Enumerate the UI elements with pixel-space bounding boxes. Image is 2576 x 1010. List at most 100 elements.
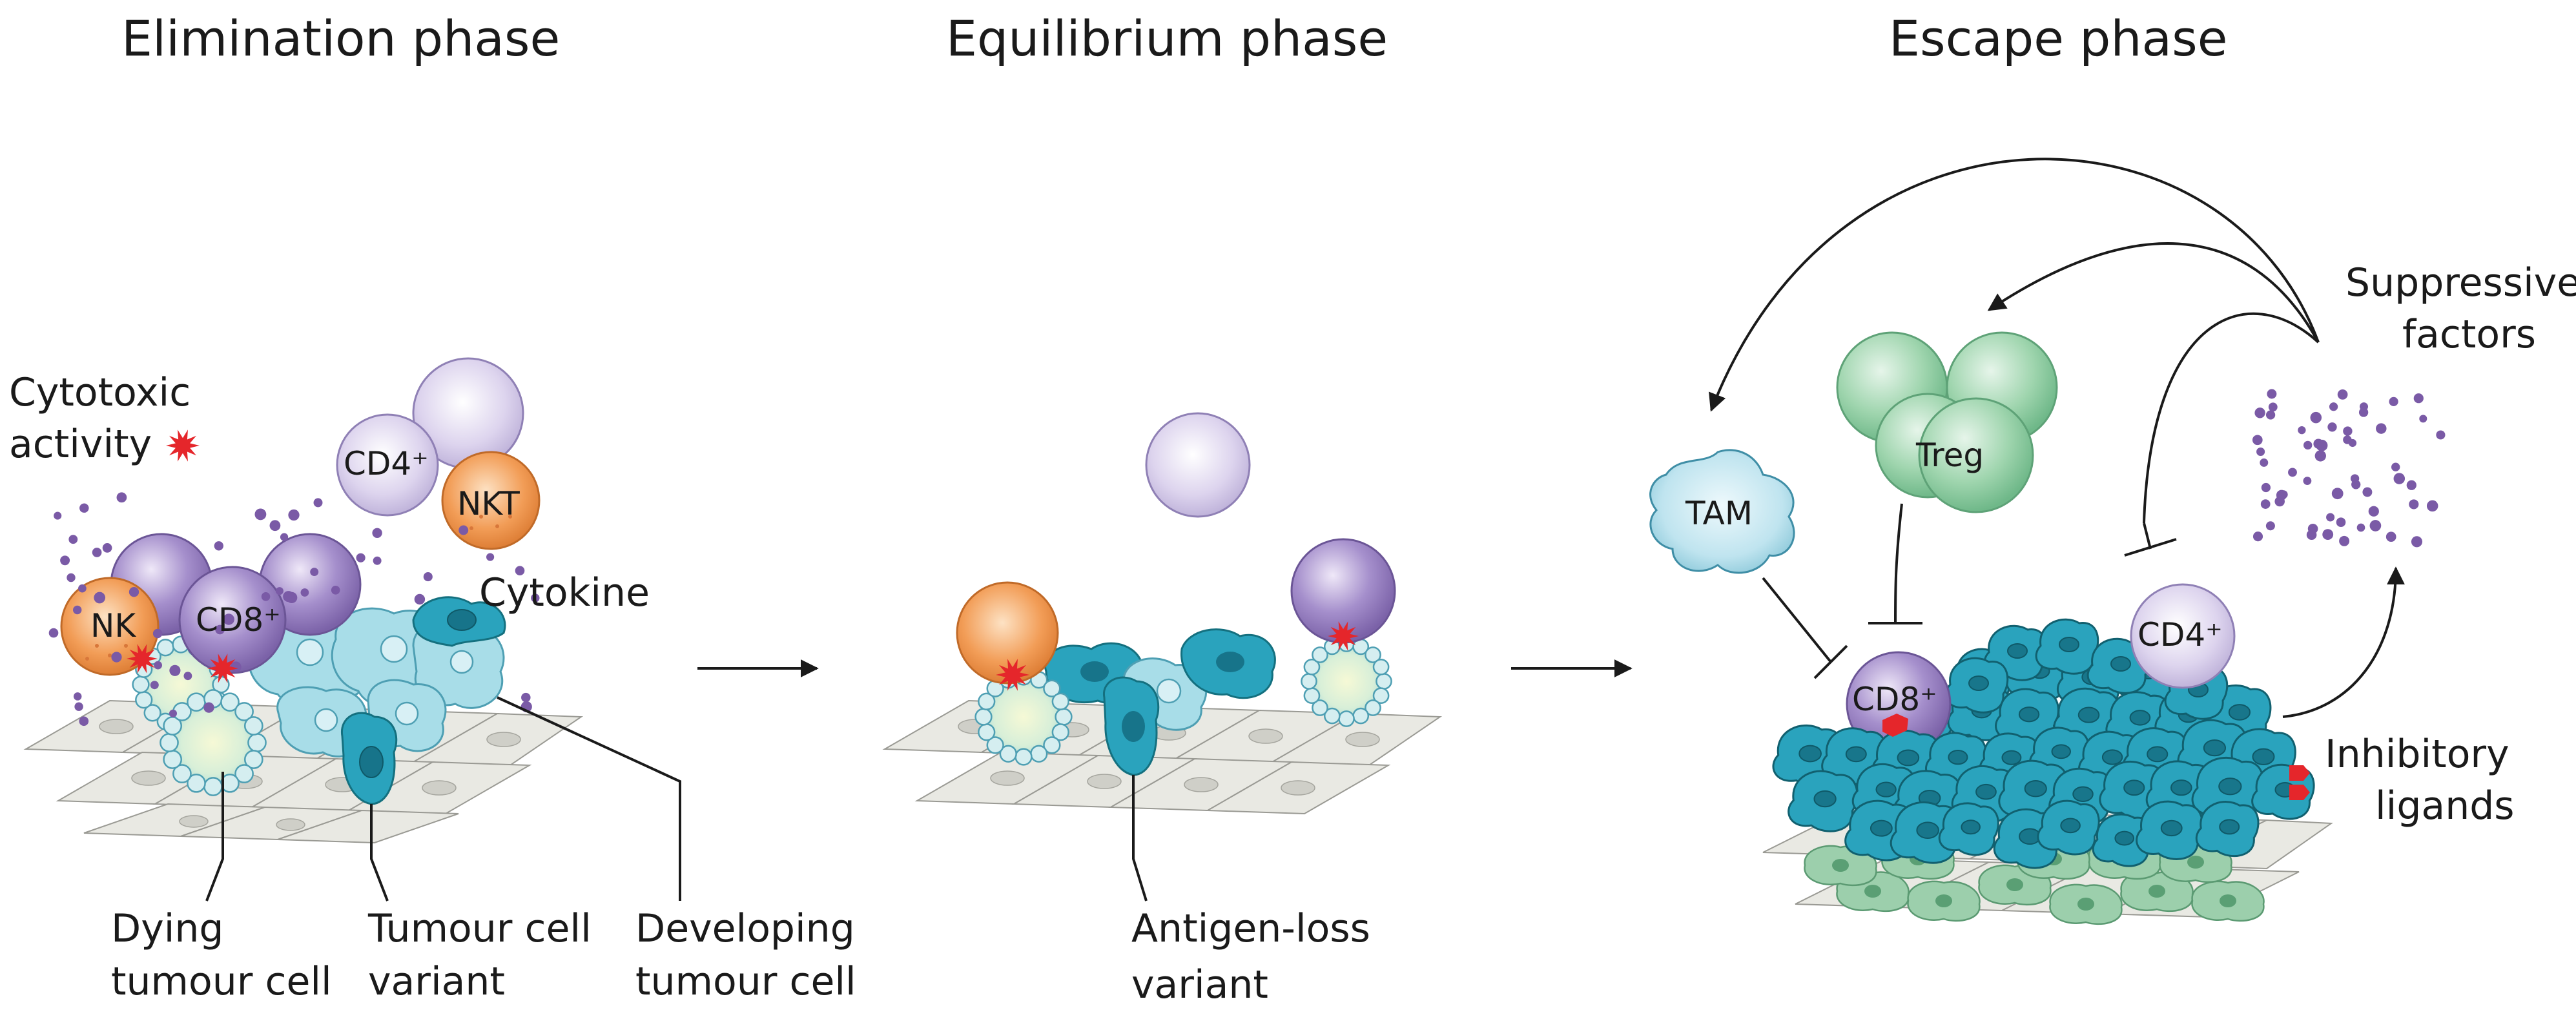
antigen-loss-leader <box>1132 775 1148 902</box>
stromal-cell <box>1907 880 1981 922</box>
apoptotic-bleb <box>1323 707 1341 725</box>
suppressive-factor-dot <box>2260 499 2271 509</box>
apoptotic-bleb <box>1312 699 1328 716</box>
suppressive-factor-dot <box>2327 422 2337 432</box>
cytotoxic-star <box>1328 621 1359 651</box>
cd4-cell-label: CD4⁺ <box>344 445 429 482</box>
suppressive-factor-dot <box>2252 435 2263 446</box>
tumour-cell <box>2035 618 2099 675</box>
apoptotic-bleb <box>974 708 993 726</box>
suppressive-factor-dot <box>2268 402 2278 412</box>
suppressive-factor-dot <box>2369 520 2382 531</box>
suppressive-factor-dot <box>2276 490 2287 500</box>
cytokine-label: Cytokine <box>479 570 650 615</box>
suppressive-factor-dot <box>2260 458 2269 467</box>
tumour-cell <box>2195 801 2260 857</box>
apoptotic-bleb <box>1051 692 1069 710</box>
tumour-cell <box>1938 802 1999 856</box>
cytotoxic-star <box>207 654 238 683</box>
cd8-cell-label: CD8⁺ <box>196 601 281 639</box>
variant-leader <box>370 804 389 902</box>
suppressive-factor-dot <box>2298 426 2306 435</box>
nk-cell-label: NK <box>90 607 136 644</box>
equilibrium-tumour-nuclei <box>1080 652 1244 742</box>
suppressive-factor-dots <box>2252 389 2446 548</box>
suppressive-factor-dot <box>2316 439 2328 451</box>
cytokine-dot <box>102 543 112 553</box>
cytokine-dot <box>310 568 319 577</box>
cytokine-dot <box>300 588 309 597</box>
cytokine-dot <box>269 520 281 531</box>
cytotoxic-star <box>127 644 158 674</box>
cytokine-dot <box>116 492 127 503</box>
inhibitory-label-line1: Inhibitory <box>2325 732 2509 777</box>
developing-label-line2: tumour cell <box>635 959 856 1004</box>
equilibrium-stars <box>996 621 1359 691</box>
apoptotic-bleb <box>986 736 1004 754</box>
suppressive-factor-dot <box>2261 482 2271 493</box>
suppressive-factor-dot <box>2436 430 2446 440</box>
escape-cd4-label: CD4⁺ <box>2138 616 2223 654</box>
apoptotic-bleb <box>1051 723 1069 741</box>
tam-cell <box>1649 449 1795 574</box>
tumour-cell <box>2136 800 2203 860</box>
suppressive-factor-dot <box>2331 488 2344 500</box>
suppressive-factor-dot <box>2337 389 2348 400</box>
phase-title-escape: Escape phase <box>1889 10 2228 67</box>
elimination-immune-cells <box>60 357 541 676</box>
suppressive-to-treg-arrow <box>1987 242 2320 343</box>
apoptotic-bleb <box>156 639 174 657</box>
escape-cd8-label: CD8⁺ <box>1852 681 1937 718</box>
cytokine-dot <box>73 692 82 701</box>
apoptotic-bleb <box>1015 748 1033 766</box>
cytokine-dot <box>261 592 271 601</box>
apoptotic-bleb <box>1043 736 1061 754</box>
cytokine-dot <box>254 508 267 520</box>
apoptotic-bleb <box>1376 673 1392 690</box>
cytokine-dot <box>183 672 192 681</box>
cytokine-dot <box>92 548 102 557</box>
apoptotic-bleb <box>978 723 996 741</box>
cytokine-dot <box>54 511 62 520</box>
suppressive-factor-dot <box>2350 474 2360 483</box>
apoptotic-bleb <box>203 777 223 796</box>
stromal-cell <box>1804 845 1877 887</box>
cytokine-dot <box>94 592 106 604</box>
cytokine-dot <box>423 572 433 582</box>
cytokine-dot <box>72 605 82 615</box>
cytokine-dot <box>150 681 159 690</box>
apoptotic-bleb <box>1338 710 1355 727</box>
suppressive-factor-dot <box>2409 499 2419 510</box>
dying-label-line1: Dying <box>111 906 224 951</box>
apoptotic-bleb <box>1043 679 1061 697</box>
apoptotic-bleb <box>1030 745 1048 763</box>
suppressive-factor-dot <box>2426 500 2438 512</box>
tumour-to-suppressive-arrow <box>2282 566 2405 718</box>
cytokine-dot <box>129 587 139 597</box>
suppressive-label-line2: factors <box>2402 312 2537 357</box>
connectors <box>205 158 2405 902</box>
elimination-dark-nuclei <box>359 609 477 778</box>
apoptotic-bleb <box>187 692 206 712</box>
tumour-cell <box>1890 801 1961 864</box>
suppressive-factor-dot <box>2413 393 2424 404</box>
suppressive-factor-dot <box>2265 410 2276 420</box>
suppressive-factor-dot <box>2310 411 2322 424</box>
suppressive-factor-dot <box>2393 473 2406 484</box>
apoptotic-bleb <box>978 692 996 710</box>
cytokine-dot <box>521 692 531 703</box>
apoptotic-bleb <box>1372 658 1390 675</box>
suppressive-factor-dot <box>2288 468 2297 477</box>
apoptotic-bleb <box>1312 646 1328 663</box>
cd4-inhibit-stem <box>2143 522 2152 550</box>
cytokine-dot <box>152 628 163 639</box>
suppressive-factor-dot <box>2391 462 2400 471</box>
apoptotic-bleb <box>234 702 254 721</box>
cytotoxic-label-line1: Cytotoxic <box>9 370 191 415</box>
cytotoxic-stars <box>127 429 238 683</box>
cytokine-dot <box>60 555 70 566</box>
variant-label-line1: Tumour cell <box>368 906 592 951</box>
dying-tumour-cell <box>1301 635 1392 727</box>
